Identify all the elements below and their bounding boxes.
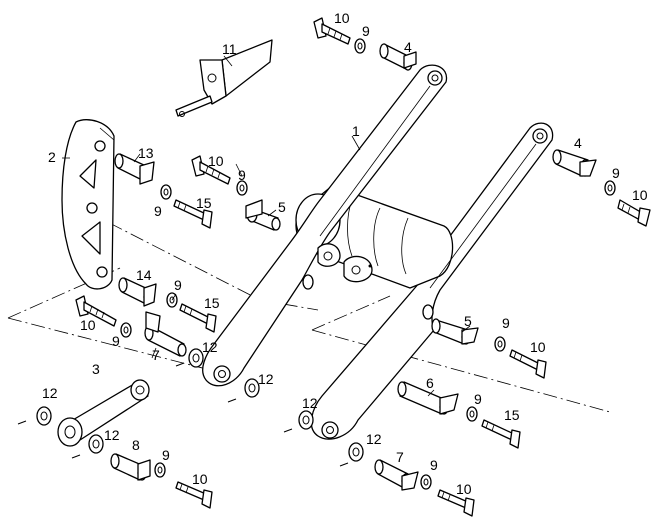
callout-6: 6 [426,375,434,391]
callout-10-top: 10 [334,10,350,26]
callout-10-upper-left: 10 [208,153,224,169]
callout-4-top: 4 [404,39,412,55]
pin-part-4-top [379,43,417,71]
callout-1: 1 [352,123,360,139]
callout-10-bottom-left: 10 [192,471,208,487]
callout-12-far-left: 12 [42,385,58,401]
callout-10-lower-right: 10 [530,339,546,355]
callout-11: 11 [222,41,237,57]
callout-15-mid: 15 [204,295,220,311]
pin-part-8 [110,453,151,481]
link-rod-part-3 [57,379,150,447]
callout-12-center: 12 [258,371,274,387]
callout-9-lower-right: 9 [502,315,510,331]
callout-9-top: 9 [362,23,370,39]
callout-12-lower-right: 12 [366,431,382,447]
bracket-part-11 [175,39,273,117]
callout-8: 8 [132,437,140,453]
callout-5-upper: 5 [278,199,286,215]
bearings-part-12 [17,348,364,467]
callout-9-mid: 9 [174,277,182,293]
callout-15-lower: 15 [504,407,520,423]
callout-12-lower-center: 12 [302,395,318,411]
callout-10-right: 10 [632,187,648,203]
pin-part-5-lower [431,318,479,345]
callout-9-right: 9 [612,165,620,181]
callout-10-bottom-right: 10 [456,481,472,497]
callout-7-right: 7 [396,449,404,465]
callout-9-upper-left: 9 [238,167,246,183]
callout-9-left: 9 [112,333,120,349]
washers-part-9 [120,38,616,490]
pin-part-4-right [552,149,597,177]
bolts-parts-10-15 [75,17,651,517]
callout-5-lower: 5 [464,313,472,329]
callout-2: 2 [48,149,56,165]
side-bracket-part-2 [61,119,115,290]
callout-3: 3 [92,361,100,377]
callout-4-right: 4 [574,135,582,151]
callout-9-bottom-right: 9 [430,457,438,473]
loader-frame-part-1 [202,64,554,440]
callout-9-bottom-left: 9 [162,447,170,463]
callout-9-bracket: 9 [154,203,162,219]
callout-10-left: 10 [80,317,96,333]
callout-7-left: 7 [152,347,160,363]
callout-leader-lines [62,55,471,397]
pin-part-14 [118,277,157,307]
callout-14: 14 [136,267,152,283]
pin-part-13 [114,153,155,185]
pin-part-5-upper [245,199,281,231]
callout-13: 13 [138,145,154,161]
callout-9-6: 9 [474,391,482,407]
pin-part-7-left [144,311,187,357]
callout-15-upper: 15 [196,195,212,211]
callout-12-rod: 12 [104,427,120,443]
pin-part-7-right [374,459,419,491]
pin-part-6 [397,381,459,415]
callout-12-left: 12 [202,339,218,355]
callout-labels: 10 9 4 11 1 2 13 10 9 4 9 10 9 15 5 14 9… [42,10,648,497]
